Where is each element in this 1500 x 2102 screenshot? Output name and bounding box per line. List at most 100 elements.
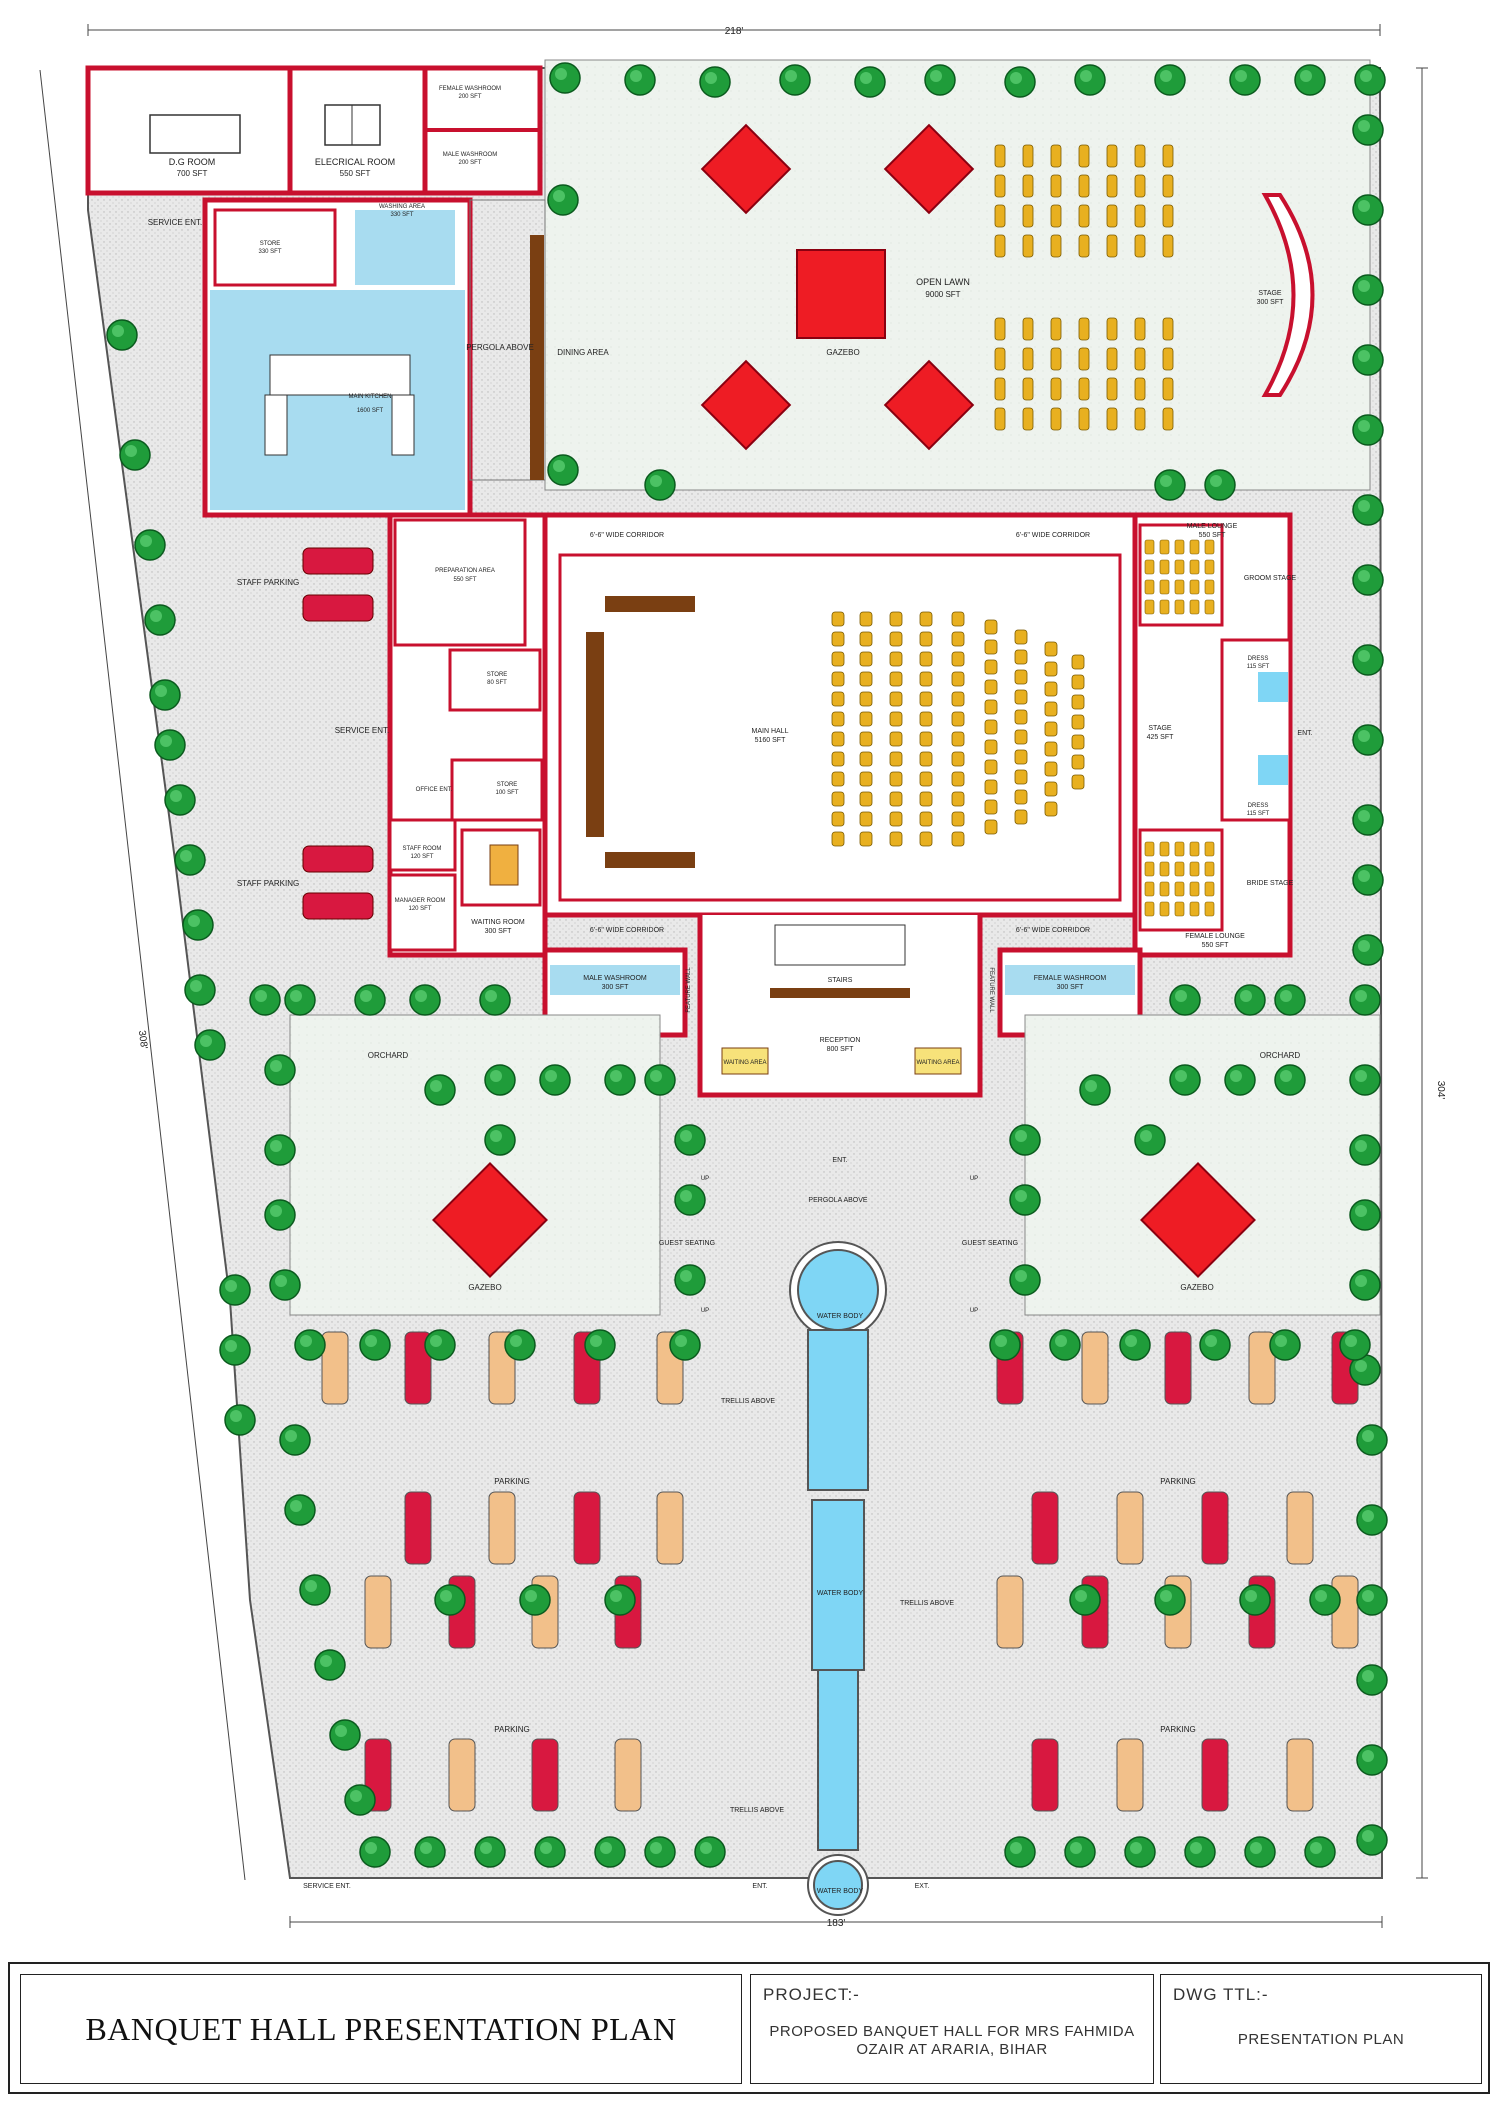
tree-highlight <box>1125 1335 1137 1347</box>
lawn-chair <box>1134 317 1146 341</box>
tree-highlight <box>1362 1830 1374 1842</box>
lawn-chair <box>1022 174 1034 198</box>
tree-highlight <box>300 1335 312 1347</box>
hall-chair <box>1044 661 1058 677</box>
hall-chair <box>984 639 998 655</box>
parked-car <box>1201 1738 1229 1812</box>
tree-highlight <box>1358 420 1370 432</box>
hall-chair <box>1044 641 1058 657</box>
tree-highlight <box>630 70 642 82</box>
tree-highlight <box>705 72 717 84</box>
hall-chair <box>984 719 998 735</box>
lounge-chair <box>1144 599 1155 615</box>
dg-room-area: 700 SFT <box>177 169 208 178</box>
tree-highlight <box>225 1340 237 1352</box>
feature-wall-right: FEATURE WALL <box>988 967 994 1013</box>
hall-chair <box>831 611 845 627</box>
lounge-chair <box>1174 901 1185 917</box>
tree-highlight <box>995 1335 1007 1347</box>
dimension-left: 308' <box>136 1030 149 1050</box>
hall-chair <box>889 631 903 647</box>
lounge-chair <box>1159 559 1170 575</box>
store-top-name: STORE <box>260 241 281 247</box>
lounge-chair <box>1189 901 1200 917</box>
pergola-above-label: PERGOLA ABOVE <box>466 343 534 352</box>
corridor-label-2: 6'-6" WIDE CORRIDOR <box>1016 532 1090 539</box>
water-body-label-1: WATER BODY <box>817 1313 864 1320</box>
parked-car <box>488 1491 516 1565</box>
hall-chair <box>859 791 873 807</box>
lawn-chair <box>1162 174 1174 198</box>
male-lounge-name: MALE LOUNGE <box>1187 523 1238 530</box>
parked-car <box>531 1738 559 1812</box>
lawn-chair <box>1022 144 1034 168</box>
orchard-west-label: ORCHARD <box>368 1051 409 1060</box>
tree-highlight <box>600 1842 612 1854</box>
lawn-chair <box>1106 144 1118 168</box>
tree-highlight <box>1175 990 1187 1002</box>
tree-highlight <box>125 445 137 457</box>
hall-chair <box>889 731 903 747</box>
guest-seating-right: GUEST SEATING <box>962 1240 1018 1247</box>
corridor-label-3: 6'-6" WIDE CORRIDOR <box>590 927 664 934</box>
office-ent-label: OFFICE ENT. <box>416 787 453 793</box>
tree-highlight <box>1358 940 1370 952</box>
tree-highlight <box>1015 1190 1027 1202</box>
male-washroom-bottom-name: MALE WASHROOM <box>583 975 647 982</box>
parked-car <box>448 1738 476 1812</box>
lounge-chair <box>1174 559 1185 575</box>
tree-highlight <box>1358 810 1370 822</box>
tree-highlight <box>290 1500 302 1512</box>
project-label: PROJECT:- <box>763 1985 860 2004</box>
trellis-above-3: TRELLIS ABOVE <box>730 1807 784 1814</box>
orchard-west <box>289 1014 661 1316</box>
tree-highlight <box>230 1410 242 1422</box>
hall-chair <box>919 751 933 767</box>
tree-highlight <box>1070 1842 1082 1854</box>
tree-highlight <box>1275 1335 1287 1347</box>
parked-car <box>1201 1491 1229 1565</box>
tree-highlight <box>680 1270 692 1282</box>
hall-chair <box>919 711 933 727</box>
tree-highlight <box>650 475 662 487</box>
lawn-chair <box>1134 407 1146 431</box>
staff-room-area: 120 SFT <box>410 854 433 860</box>
male-washroom-bottom-area: 300 SFT <box>602 984 630 991</box>
parked-car <box>1031 1491 1059 1565</box>
lawn-chair <box>1050 144 1062 168</box>
lawn-chair <box>1022 204 1034 228</box>
lounge-chair <box>1144 841 1155 857</box>
hall-chair <box>889 651 903 667</box>
tree-highlight <box>1355 1360 1367 1372</box>
tree-highlight <box>1358 870 1370 882</box>
lawn-chair <box>1162 407 1174 431</box>
dg-room-name: D.G ROOM <box>169 157 216 167</box>
gazebo-lawn-label: GAZEBO <box>826 348 859 357</box>
tree-highlight <box>270 1060 282 1072</box>
guest-seating-left: GUEST SEATING <box>659 1240 715 1247</box>
hall-chair <box>951 791 965 807</box>
lawn-chair <box>1162 234 1174 258</box>
lawn-chair <box>1078 407 1090 431</box>
tree-highlight <box>1085 1080 1097 1092</box>
tree-highlight <box>190 980 202 992</box>
gazebo-west-label: GAZEBO <box>468 1283 501 1292</box>
tree-highlight <box>1358 650 1370 662</box>
tree-highlight <box>1015 1130 1027 1142</box>
lawn-chair <box>1078 347 1090 371</box>
project-line-2: OZAIR AT ARARIA, BIHAR <box>856 2041 1048 2058</box>
tree-highlight <box>1358 730 1370 742</box>
lawn-chair <box>1134 144 1146 168</box>
bride-stage-label: BRIDE STAGE <box>1247 880 1294 887</box>
trees <box>106 62 1388 1868</box>
lounge-chair <box>1159 539 1170 555</box>
hall-chair <box>984 679 998 695</box>
staff-parking-bottom: STAFF PARKING <box>237 879 299 888</box>
hall-chair <box>951 611 965 627</box>
male-washroom-top-name: MALE WASHROOM <box>443 152 497 158</box>
lawn-chair <box>1106 174 1118 198</box>
lounge-chair <box>1204 841 1215 857</box>
tree-highlight <box>1160 475 1172 487</box>
ent-main-label: ENT. <box>832 1157 847 1164</box>
hall-chair <box>984 759 998 775</box>
